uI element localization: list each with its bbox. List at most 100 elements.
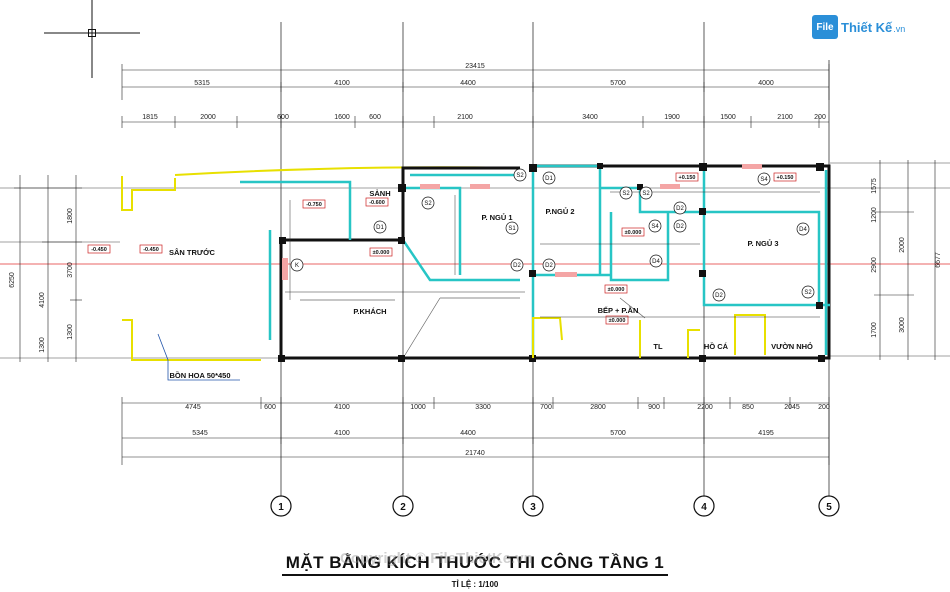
door-tag-8: S2 xyxy=(622,191,630,197)
dim-right-in-1: 1575 xyxy=(871,178,878,194)
door-tag-12: D2 xyxy=(676,206,684,212)
dim-top-3: 4400 xyxy=(460,80,476,87)
dim-right-in-2: 1200 xyxy=(871,207,878,223)
axis-lines xyxy=(280,22,830,496)
drawing-title: MẶT BẰNG KÍCH THƯỚC THI CÔNG TẦNG 1 xyxy=(0,553,950,576)
dim-top2-11: 200 xyxy=(814,114,826,121)
axis-label-3: 3 xyxy=(530,502,536,513)
axis-label-2: 2 xyxy=(400,502,406,513)
interior-walls xyxy=(240,164,830,358)
dim-left-in-1: 1800 xyxy=(67,208,74,224)
level-6: ±0.000 xyxy=(608,287,625,293)
dim-left-in-2: 3700 xyxy=(67,262,74,278)
dim-top2-3: 600 xyxy=(277,114,289,121)
dim-bot-7: 2800 xyxy=(590,404,606,411)
door-tag-16: S2 xyxy=(804,290,812,296)
dim-top2-9: 1500 xyxy=(720,114,736,121)
interior-dim-ticks xyxy=(285,191,820,318)
kitchen-counter xyxy=(532,314,766,358)
watermark: Copyright © FileThietKe.vn xyxy=(340,550,533,567)
door-tag-3: S1 xyxy=(508,226,516,232)
right-dimensions xyxy=(874,160,936,360)
axis-bubbles xyxy=(270,495,840,517)
bottom-dimensions xyxy=(121,397,830,465)
dim-top2-10: 2100 xyxy=(777,114,793,121)
drawing-scale: TỈ LỆ : 1/100 xyxy=(451,580,499,589)
dim-top-1: 5315 xyxy=(194,80,210,87)
door-tag-17: K xyxy=(295,263,299,269)
dim-top2-7: 3400 xyxy=(582,114,598,121)
dim-bot-5: 3300 xyxy=(475,404,491,411)
corridor-lines xyxy=(300,297,646,356)
door-tag-14: D4 xyxy=(799,227,807,233)
dim-top2-5: 600 xyxy=(369,114,381,121)
room-san-truoc: SÂN TRƯỚC xyxy=(169,248,216,257)
dim-bot2-2: 4100 xyxy=(334,430,350,437)
building-walls xyxy=(279,164,831,360)
room-tl: TL xyxy=(653,342,663,351)
door-tag-15: D2 xyxy=(715,293,723,299)
room-p-ngu-3: P. NGỦ 3 xyxy=(747,239,778,248)
door-tags xyxy=(290,168,815,302)
door-tag-18: S2 xyxy=(642,191,650,197)
room-ho-ca: HỒ CÁ xyxy=(704,341,729,351)
dim-right-outer: 6677 xyxy=(935,252,942,268)
cad-crosshair xyxy=(44,0,140,78)
dim-right-in-4: 1700 xyxy=(871,322,878,338)
room-p-khach: P.KHÁCH xyxy=(353,307,386,316)
top-dimensions xyxy=(121,64,830,128)
drawing-title-text: MẶT BẰNG KÍCH THƯỚC THI CÔNG TẦNG 1 xyxy=(281,553,669,576)
dim-bot-2: 600 xyxy=(264,404,276,411)
door-tag-1: S2 xyxy=(516,173,524,179)
dim-bot-total: 21740 xyxy=(465,450,485,457)
dim-top-2: 4100 xyxy=(334,80,350,87)
dim-top-5: 4000 xyxy=(758,80,774,87)
door-tag-10: D2 xyxy=(676,224,684,230)
dim-left-mid-1: 4100 xyxy=(39,292,46,308)
dim-bot2-5: 4195 xyxy=(758,430,774,437)
level-9: +0.150 xyxy=(679,175,696,181)
dim-left-outer: 6250 xyxy=(9,272,16,288)
logo-mark: File xyxy=(812,15,838,39)
dim-top2-4: 1600 xyxy=(334,114,350,121)
dim-bot2-1: 5345 xyxy=(192,430,208,437)
dim-top2-8: 1900 xyxy=(664,114,680,121)
dim-right-in-3: 2900 xyxy=(871,257,878,273)
door-openings xyxy=(282,164,762,280)
door-tag-5: D2 xyxy=(513,263,521,269)
site-logo[interactable]: File Thiết Kế .vn xyxy=(812,14,905,40)
dim-bot-9: 2200 xyxy=(697,404,713,411)
dim-bot-4: 1000 xyxy=(410,404,426,411)
dim-bot-12: 200 xyxy=(818,404,830,411)
columns xyxy=(278,163,825,362)
level-1: -0.450 xyxy=(91,247,107,253)
room-vuon-nho: VƯỜN NHỎ xyxy=(771,342,813,351)
leader-bon-hoa xyxy=(157,333,240,381)
dim-bot-11: 2045 xyxy=(784,404,800,411)
dim-right-mid-1: 2000 xyxy=(899,237,906,253)
dim-top2-6: 2100 xyxy=(457,114,473,121)
dim-bot-3: 4100 xyxy=(334,404,350,411)
dim-bot-8: 900 xyxy=(648,404,660,411)
room-p-ngu-2: P.NGỦ 2 xyxy=(545,207,574,216)
dim-right-mid-2: 3000 xyxy=(899,317,906,333)
level-tags xyxy=(87,172,797,325)
room-p-ngu-1: P. NGỦ 1 xyxy=(481,213,512,222)
level-10: +0.150 xyxy=(777,175,794,181)
level-8: ±0.000 xyxy=(625,230,642,236)
dim-left-mid-2: 1300 xyxy=(39,337,46,353)
door-tag-4: D1 xyxy=(376,225,384,231)
dim-top-4: 5700 xyxy=(610,80,626,87)
door-tag-9: S4 xyxy=(651,224,659,230)
door-tag-2: S2 xyxy=(424,201,432,207)
level-5: ±0.000 xyxy=(373,250,390,256)
axis-label-5: 5 xyxy=(826,502,832,513)
dim-bot-10: 850 xyxy=(742,404,754,411)
level-2: -0.450 xyxy=(143,247,159,253)
room-sanh: SẢNH xyxy=(369,189,390,198)
level-4: -0.600 xyxy=(369,200,385,206)
label-bon-hoa: BỒN HOA 50*450 xyxy=(170,370,231,380)
door-tag-11: D4 xyxy=(652,259,660,265)
level-3: -0.750 xyxy=(306,202,322,208)
